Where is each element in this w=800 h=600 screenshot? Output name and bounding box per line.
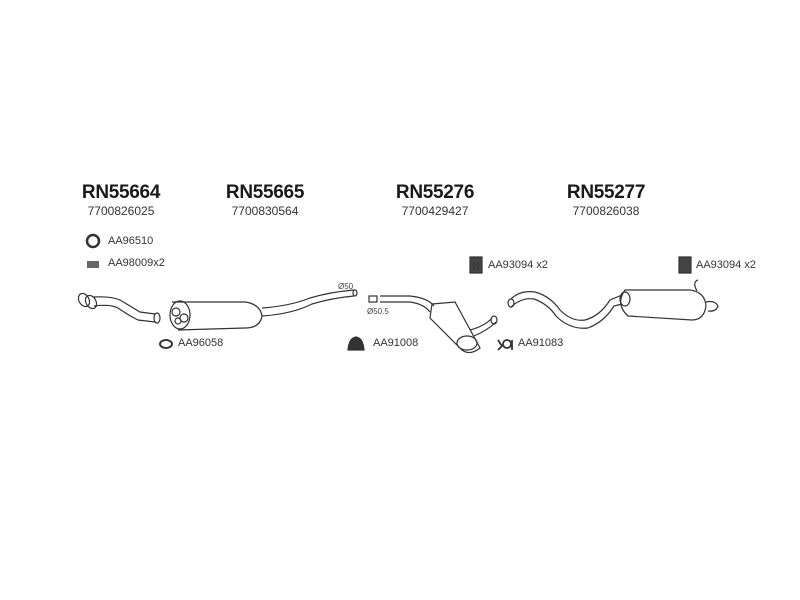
hanger-icon-1 [469,256,483,274]
diameter-50: Ø50 [338,282,354,291]
oem-number-2: 7700830564 [231,204,299,218]
oem-number-1: 7700826025 [87,204,155,218]
gasket-icon [159,339,173,349]
front-pipe-drawing [77,292,161,324]
hanger-icon-2 [678,256,692,274]
part-code-2[interactable]: RN55665 [225,182,305,203]
part-code-1[interactable]: RN55664 [81,182,161,203]
clamp-icon-2 [497,339,513,351]
middle-silencer-drawing [169,289,358,331]
ring-icon [85,233,101,249]
oem-number-3: 7700429427 [401,204,469,218]
diameter-50-5: Ø50.5 [367,307,389,316]
clamp-icon [347,336,365,351]
part-code-4[interactable]: RN55277 [566,182,646,203]
hanger-label-1: AA93094 x2 [488,259,548,271]
intermediate-silencer-drawing [368,295,498,354]
gasket-label: AA96058 [178,337,224,349]
clamp-label-1: AA91008 [373,337,419,349]
hanger-label-2: AA93094 x2 [696,259,756,271]
spring-icon [87,261,99,268]
ring-label: AA96510 [108,235,154,247]
part-code-3[interactable]: RN55276 [395,182,475,203]
spring-label: AA98009x2 [108,257,165,269]
clamp-label-2: AA91083 [518,337,564,349]
rear-silencer-drawing [507,279,719,329]
oem-number-4: 7700826038 [572,204,640,218]
